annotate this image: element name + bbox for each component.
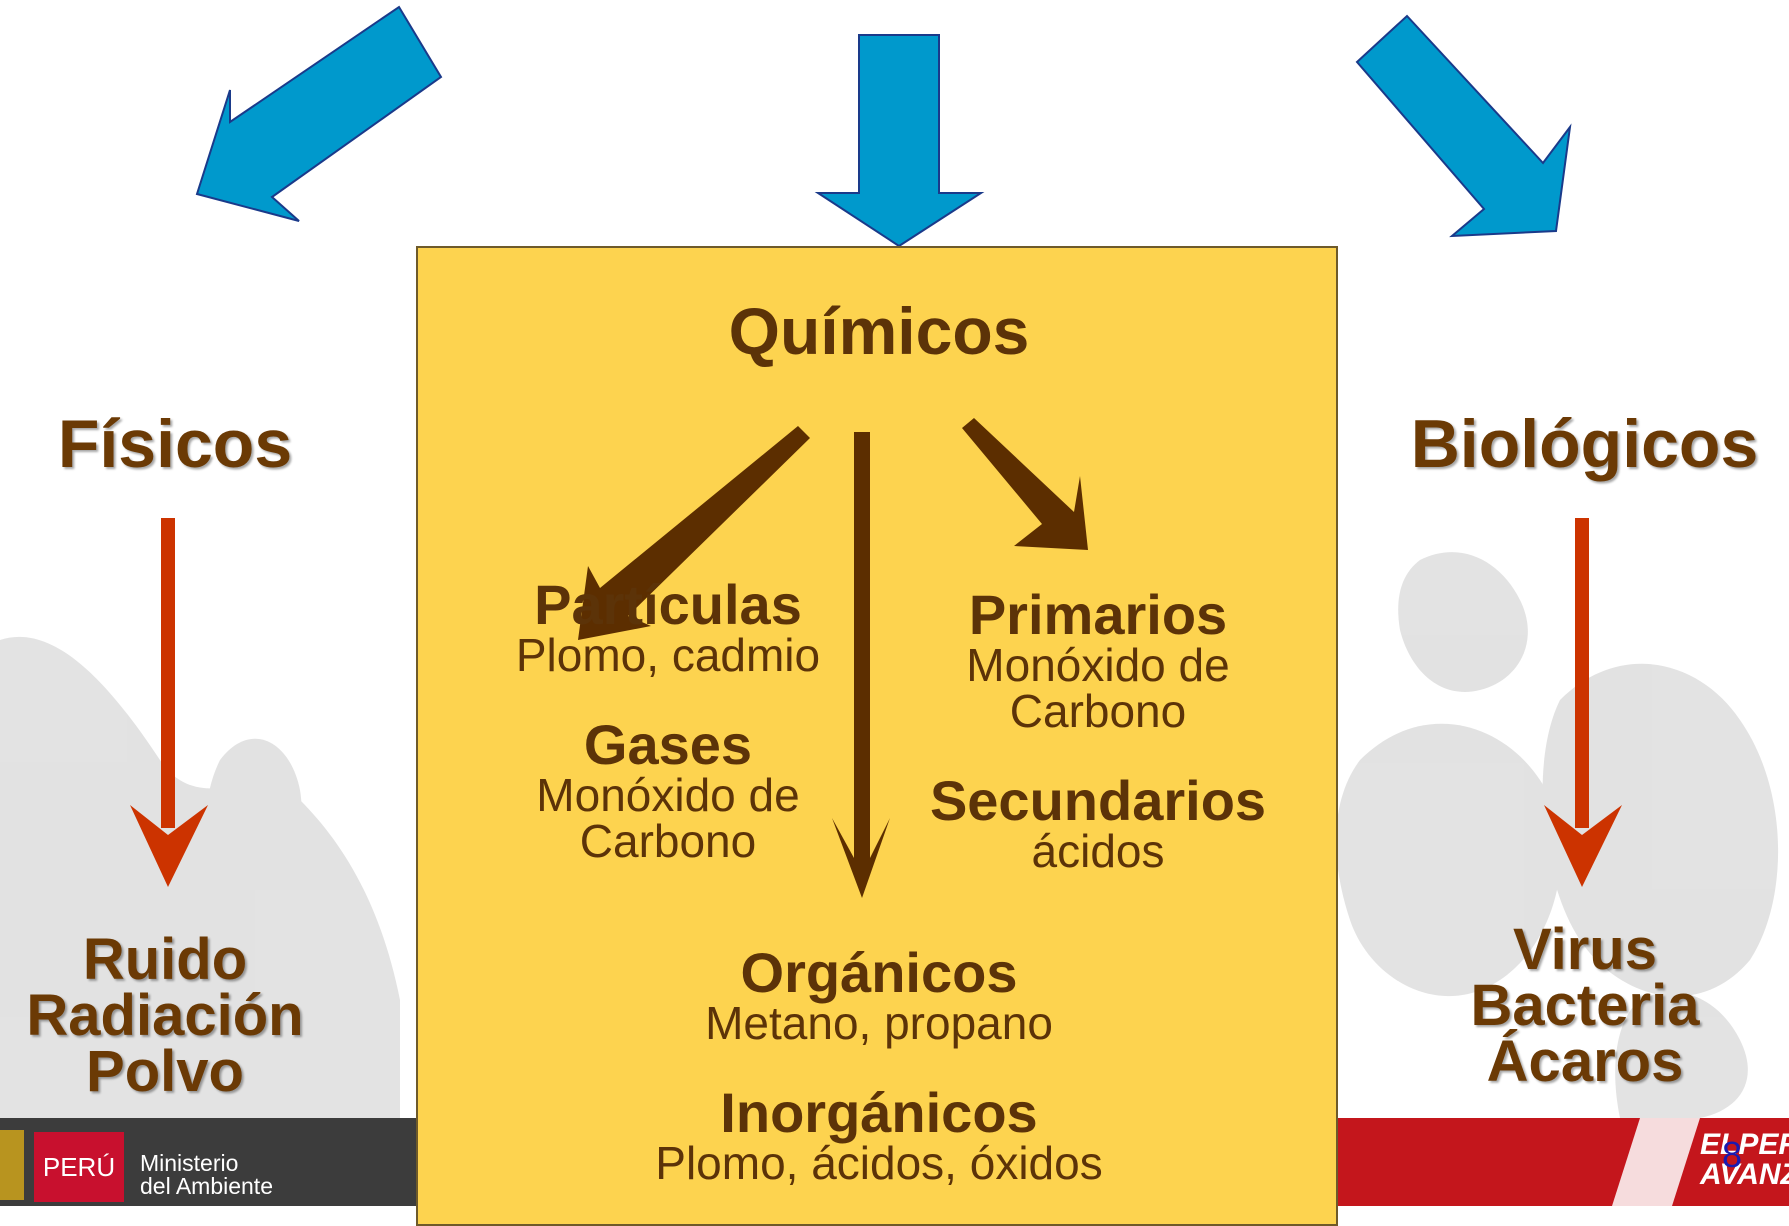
brand-logo: ELPERÚ AVANZA [1700, 1128, 1789, 1191]
primarios-head: Primarios [968, 583, 1228, 646]
blue-arrow-left [195, 5, 443, 222]
list-item: Radiación [26, 983, 304, 1048]
quimicos-title: Químicos [728, 294, 1030, 368]
brown-arrows [578, 418, 1088, 898]
organicos-head: Orgánicos [740, 941, 1018, 1004]
gases-head: Gases [583, 713, 753, 776]
primarios-group: Primarios Monóxido de Carbono [888, 583, 1308, 737]
blue-arrows [195, 5, 1572, 248]
list-item: Virus [1512, 917, 1657, 982]
page-number: 8 [1722, 1134, 1743, 1175]
brown-arrow-left [578, 426, 810, 640]
organicos-sub: Metano, propano [705, 997, 1053, 1049]
blue-arrow-right [1355, 14, 1572, 238]
ministry-label: Ministerio del Ambiente [140, 1150, 273, 1199]
primarios-sub-2: Carbono [1009, 685, 1187, 737]
brown-arrow-right [962, 418, 1088, 550]
coat-of-arms-icon [0, 1130, 24, 1200]
brown-arrow-down [832, 432, 890, 898]
red-arrow-right [1544, 518, 1622, 887]
fisicos-title: Físicos [57, 406, 293, 482]
biologicos-list: Virus Bacteria Ácaros [1420, 917, 1750, 1094]
fisicos-list: Ruido Radiación Polvo [0, 927, 330, 1104]
secundarios-head: Secundarios [929, 769, 1267, 832]
list-item: Ruido [82, 927, 248, 992]
gases-group: Gases Monóxido de Carbono [458, 713, 878, 867]
inorganicos-head: Inorgánicos [720, 1081, 1038, 1144]
blue-arrow-down [814, 34, 985, 248]
primarios-sub-1: Monóxido de [966, 639, 1230, 691]
particulas-sub: Plomo, cadmio [515, 629, 821, 681]
list-item: Bacteria [1470, 973, 1700, 1038]
list-item: Polvo [86, 1039, 244, 1104]
peru-logo: PERÚ [34, 1132, 124, 1202]
particulas-head: Partículas [534, 573, 802, 636]
red-arrow-left [130, 518, 208, 887]
inorganicos-sub: Plomo, ácidos, óxidos [655, 1137, 1103, 1189]
organicos-group: Orgánicos Metano, propano [418, 941, 1340, 1049]
secundarios-sub: ácidos [1031, 825, 1165, 877]
quimicos-box: Químicos Partículas Plomo, cadmio Gases … [416, 246, 1338, 1226]
gases-sub-2: Carbono [579, 815, 757, 867]
secundarios-group: Secundarios ácidos [888, 769, 1308, 877]
inorganicos-group: Inorgánicos Plomo, ácidos, óxidos [418, 1081, 1340, 1189]
biologicos-title: Biológicos [1410, 406, 1759, 482]
list-item: Ácaros [1486, 1029, 1684, 1094]
particulas-group: Partículas Plomo, cadmio [458, 573, 878, 681]
gases-sub-1: Monóxido de [536, 769, 800, 821]
